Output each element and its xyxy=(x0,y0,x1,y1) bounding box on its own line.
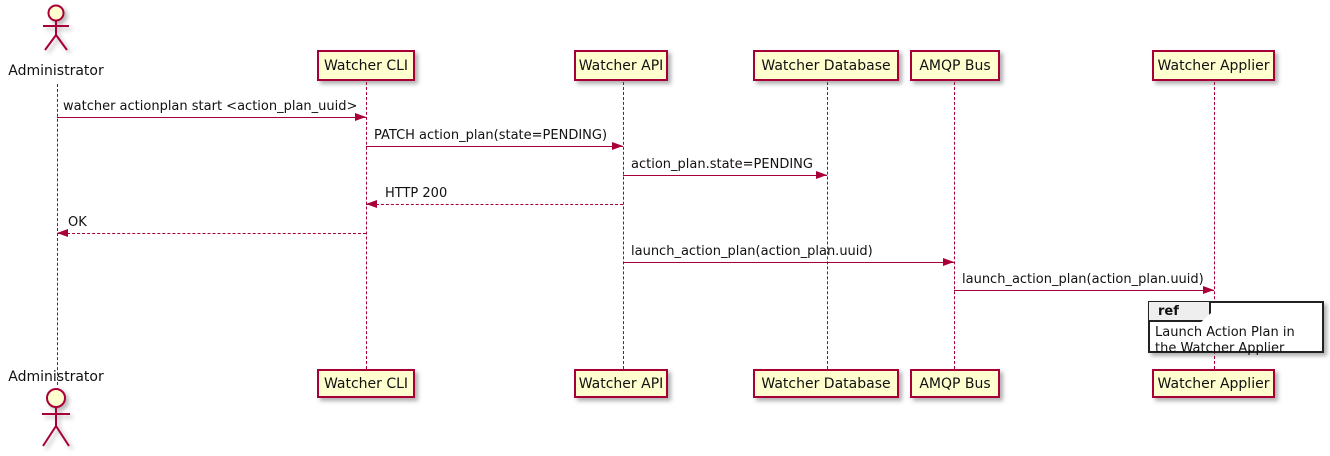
ref-fragment: ref Launch Action Plan in the Watcher Ap… xyxy=(1148,301,1324,356)
message-line xyxy=(623,175,827,176)
arrow-right-icon xyxy=(1203,286,1214,294)
actor-label-top: Administrator xyxy=(8,63,104,79)
lifeline-watcher-cli xyxy=(366,82,367,369)
participant-amqp-bus-top: AMQP Bus xyxy=(910,50,1000,81)
message-line xyxy=(954,290,1214,291)
message-label: OK xyxy=(68,215,87,230)
actor-icon xyxy=(43,4,69,51)
arrow-right-icon xyxy=(943,258,954,266)
participant-amqp-bus-bottom: AMQP Bus xyxy=(910,369,1000,398)
participant-watcher-api-top: Watcher API xyxy=(574,50,668,81)
arrow-right-icon xyxy=(816,171,827,179)
ref-header: ref xyxy=(1149,302,1211,322)
participant-watcher-api-bottom: Watcher API xyxy=(574,369,668,398)
arrow-right-icon xyxy=(612,142,623,150)
participant-watcher-applier-bottom: Watcher Applier xyxy=(1152,369,1275,398)
arrow-left-icon xyxy=(57,229,68,237)
lifeline-amqp-bus xyxy=(954,82,955,369)
message-line xyxy=(366,204,623,205)
participant-watcher-applier-top: Watcher Applier xyxy=(1152,50,1275,81)
participant-watcher-database-bottom: Watcher Database xyxy=(753,369,899,398)
arrow-left-icon xyxy=(366,200,377,208)
message-label: action_plan.state=PENDING xyxy=(631,157,813,172)
arrow-right-icon xyxy=(355,113,366,121)
message-line xyxy=(623,262,954,263)
participant-watcher-cli-bottom: Watcher CLI xyxy=(317,369,415,398)
ref-keyword: ref xyxy=(1158,303,1179,319)
message-line xyxy=(366,146,623,147)
message-line xyxy=(57,117,366,118)
lifeline-watcher-database xyxy=(827,82,828,369)
message-label: watcher actionplan start <action_plan_uu… xyxy=(63,99,358,114)
lifeline-watcher-applier xyxy=(1214,82,1215,369)
message-label: HTTP 200 xyxy=(385,186,448,201)
lifeline-watcher-api xyxy=(623,82,624,369)
message-label: PATCH action_plan(state=PENDING) xyxy=(374,128,608,143)
actor-icon xyxy=(42,388,70,447)
participant-watcher-cli-top: Watcher CLI xyxy=(317,50,415,81)
message-label: launch_action_plan(action_plan.uuid) xyxy=(962,272,1204,287)
message-label: launch_action_plan(action_plan.uuid) xyxy=(631,244,873,259)
actor-label-bottom: Administrator xyxy=(8,369,104,385)
participant-watcher-database-top: Watcher Database xyxy=(753,50,899,81)
message-line xyxy=(57,233,366,234)
ref-text: Launch Action Plan in the Watcher Applie… xyxy=(1155,325,1295,356)
